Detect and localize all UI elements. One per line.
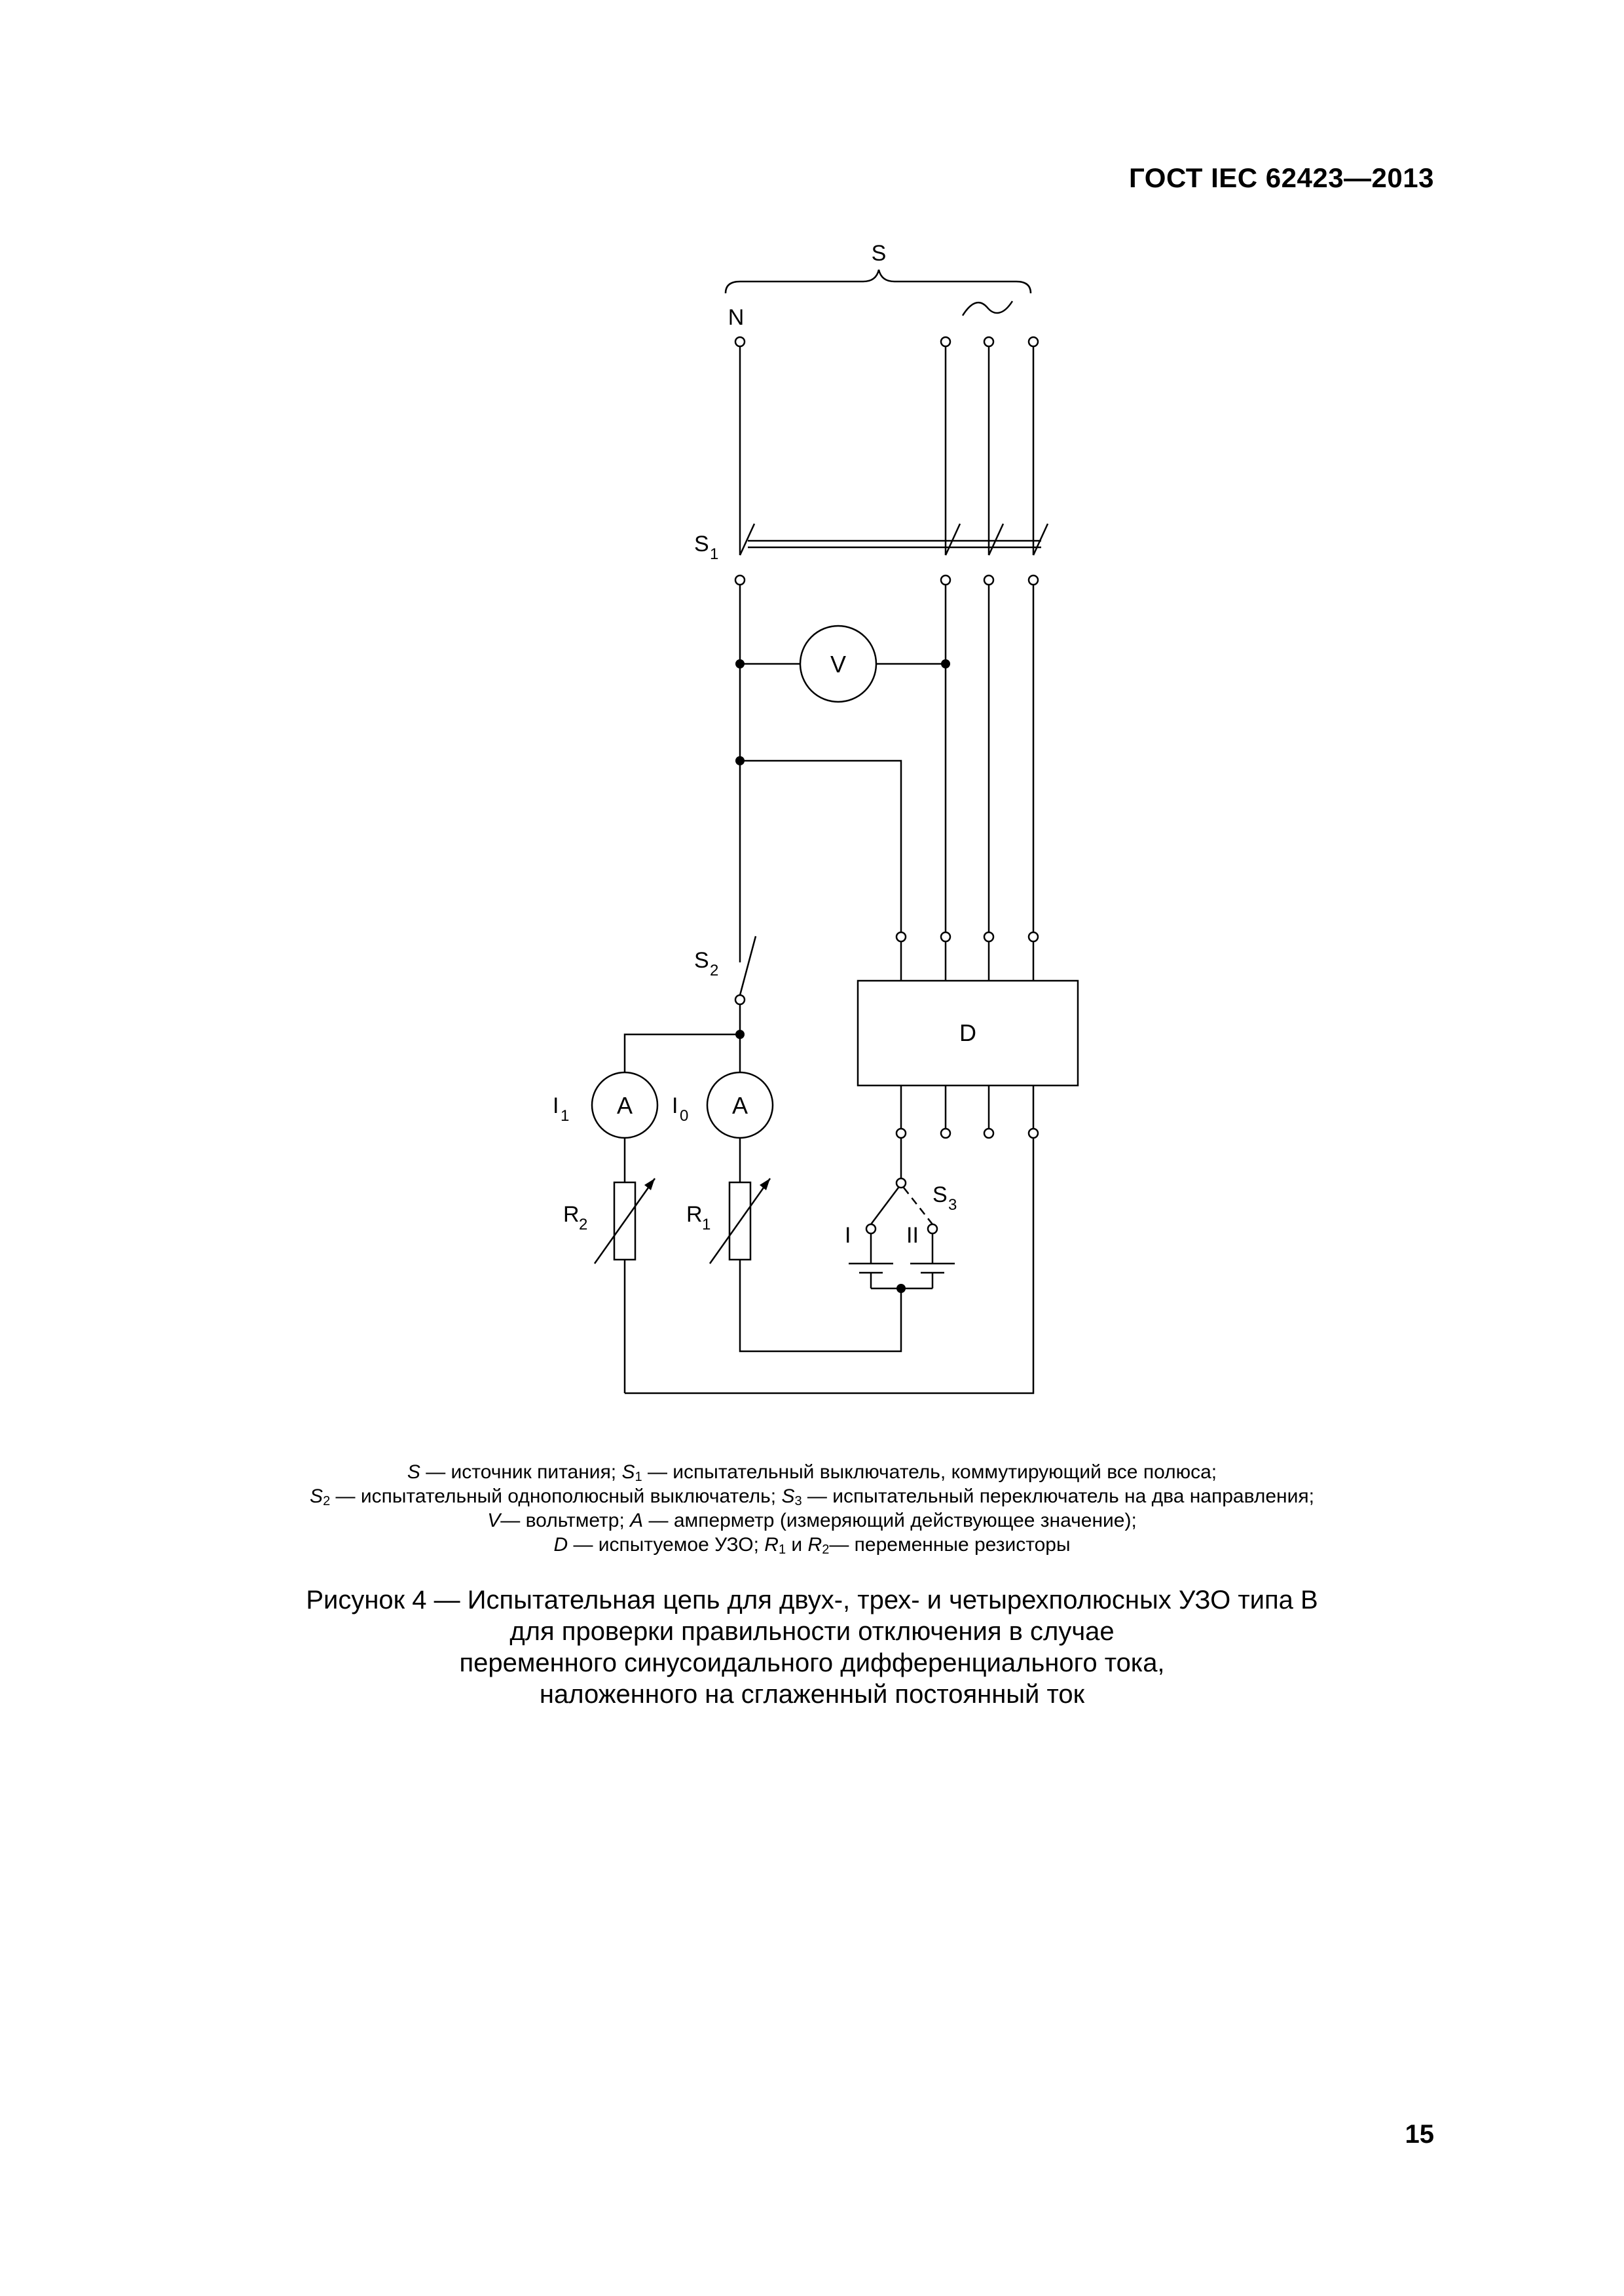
label-r1-sub: 1: [702, 1216, 710, 1233]
source-terminals: [734, 336, 1039, 348]
switch-s1: [734, 523, 1049, 586]
label-s3-sub: 3: [948, 1196, 957, 1214]
legend-r2: R: [807, 1534, 822, 1556]
label-s2: S: [694, 948, 709, 973]
label-s3: S: [932, 1182, 948, 1207]
voltmeter-label: V: [830, 651, 846, 678]
label-position-1: I: [845, 1223, 851, 1248]
ammeter-i0-label: A: [732, 1092, 748, 1119]
test-circuit-diagram: S N S 1: [553, 241, 1079, 1394]
switch-s2: [734, 936, 757, 1039]
legend-sub: 1: [635, 1470, 642, 1484]
page-number: 15: [1405, 2120, 1435, 2149]
label-i0-sub: 0: [680, 1107, 688, 1125]
ac-symbol-icon: [961, 301, 1014, 316]
label-s1-sub: 1: [710, 545, 718, 563]
legend-a: A: [630, 1510, 644, 1531]
label-i1-sub: 1: [561, 1107, 569, 1125]
label-i1: I: [553, 1093, 559, 1118]
label-neutral: N: [728, 305, 745, 330]
label-r2-sub: 2: [579, 1216, 587, 1233]
resistor-r1: [709, 1138, 902, 1353]
legend-s1: S: [621, 1461, 635, 1483]
legend-text: — переменные резисторы: [829, 1534, 1071, 1556]
legend-line-4: D — испытуемое УЗО; R1 и R2— переменные …: [0, 1533, 1624, 1557]
legend-d: D: [553, 1534, 568, 1556]
label-s2-sub: 2: [710, 962, 718, 979]
label-source: S: [872, 241, 887, 266]
device-under-test-box: [857, 979, 1079, 1087]
legend-s2: S: [310, 1485, 323, 1507]
dc-source-2: [910, 1262, 955, 1288]
caption-line-4: наложенного на сглаженный постоянный ток: [539, 1680, 1085, 1709]
label-r2: R: [563, 1202, 580, 1227]
legend-sub: 1: [778, 1542, 786, 1557]
legend-text: — вольтметр;: [500, 1510, 631, 1531]
branch-to-device: [735, 756, 902, 932]
label-i0: I: [672, 1093, 678, 1118]
dc-source-1: [849, 1262, 893, 1288]
resistor-r2: [593, 1138, 656, 1393]
legend-sub: 2: [323, 1494, 331, 1508]
legend-text: — испытательный выключатель, коммутирующ…: [642, 1461, 1217, 1483]
caption-line-3: переменного синусоидального дифференциал…: [459, 1649, 1165, 1677]
device-input-terminals: [895, 931, 1039, 981]
legend-s: S: [407, 1461, 420, 1483]
legend-line-3: V— вольтметр; A — амперметр (измеряющий …: [0, 1508, 1624, 1533]
legend-s3: S: [781, 1485, 795, 1507]
legend-line-1: S — источник питания; S1 — испытательный…: [0, 1460, 1624, 1484]
voltmeter: [735, 625, 950, 703]
legend-text: — испытательный однополюсный выключатель…: [330, 1485, 782, 1507]
wires-below-s1: [739, 585, 1035, 943]
legend-line-2: S2 — испытательный однополюсный выключат…: [0, 1484, 1624, 1508]
label-position-2: II: [906, 1223, 919, 1248]
ammeter-i1-branch: [623, 1033, 740, 1072]
legend-r1: R: [764, 1534, 779, 1556]
figure-caption: Рисунок 4 — Испытательная цепь для двух-…: [0, 1584, 1624, 1710]
return-wire: [625, 1138, 1035, 1394]
dc-junction: [896, 1284, 906, 1293]
legend-text: — источник питания;: [420, 1461, 622, 1483]
caption-line-2: для проверки правильности отключения в с…: [509, 1617, 1115, 1646]
legend-sub: 2: [822, 1542, 830, 1557]
legend-text: — испытуемое УЗО;: [568, 1534, 765, 1556]
legend-text: — амперметр (измеряющий действующее знач…: [643, 1510, 1137, 1531]
legend-v: V: [487, 1510, 501, 1531]
ammeter-i1-label: A: [617, 1092, 633, 1119]
label-s1: S: [694, 532, 709, 556]
legend-text: и: [786, 1534, 808, 1556]
label-r1: R: [686, 1202, 703, 1227]
source-brace: [724, 269, 1032, 294]
device-label: D: [959, 1019, 976, 1046]
device-output-terminals: [895, 1085, 1039, 1139]
switch-s3: [865, 1138, 938, 1264]
document-header: ГОСТ IEC 62423—2013: [1129, 162, 1434, 193]
figure-legend: S — источник питания; S1 — испытательный…: [0, 1460, 1624, 1557]
caption-line-1: Рисунок 4 — Испытательная цепь для двух-…: [306, 1586, 1318, 1614]
legend-sub: 3: [794, 1494, 802, 1508]
legend-text: — испытательный переключатель на два нап…: [802, 1485, 1314, 1507]
supply-wires: [739, 346, 1035, 555]
